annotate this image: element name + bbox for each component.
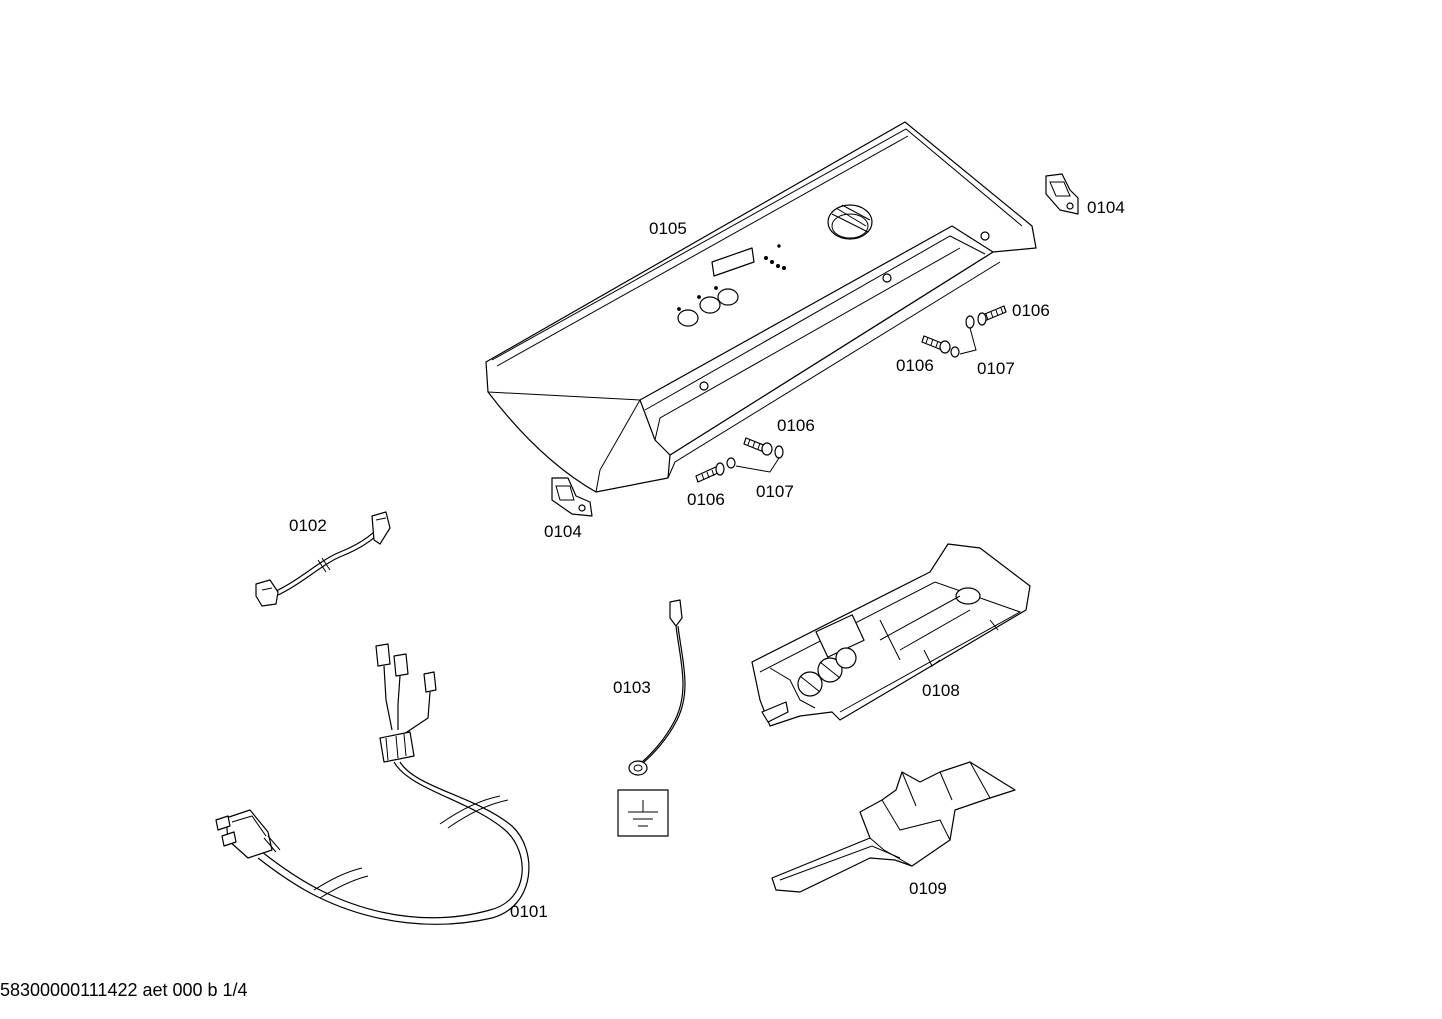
power-cord-0101 xyxy=(215,643,530,925)
label-0107-b: 0107 xyxy=(756,482,794,501)
label-0109: 0109 xyxy=(909,879,947,898)
control-panel-0105 xyxy=(485,121,1037,493)
label-0104-top: 0104 xyxy=(1087,198,1125,217)
label-0101: 0101 xyxy=(510,902,548,921)
label-0106-a: 0106 xyxy=(1012,301,1050,320)
screw-washer-group-left xyxy=(695,437,784,483)
label-0104-bottom: 0104 xyxy=(544,522,582,541)
label-0103: 0103 xyxy=(613,678,651,697)
label-0105: 0105 xyxy=(649,219,687,238)
ground-symbol-icon xyxy=(617,789,669,837)
label-0107-a: 0107 xyxy=(977,359,1015,378)
ground-wire-0103 xyxy=(628,599,686,776)
bracket-0104-top xyxy=(1045,173,1079,215)
label-0106-c: 0106 xyxy=(777,416,815,435)
document-id-footer: 58300000111422 aet 000 b 1/4 xyxy=(0,980,248,1000)
label-0102: 0102 xyxy=(289,516,327,535)
label-0106-b: 0106 xyxy=(896,356,934,375)
label-0108: 0108 xyxy=(922,681,960,700)
part-labels: 0105 0104 0104 0106 0106 0107 0106 0106 … xyxy=(289,198,1125,921)
screw-washer-group-right xyxy=(921,305,1007,358)
electronic-module-0108 xyxy=(751,543,1031,727)
holder-0109 xyxy=(771,761,1016,893)
wire-harness-0102 xyxy=(255,511,391,607)
bracket-0104-bottom xyxy=(551,477,593,517)
label-0106-d: 0106 xyxy=(687,490,725,509)
